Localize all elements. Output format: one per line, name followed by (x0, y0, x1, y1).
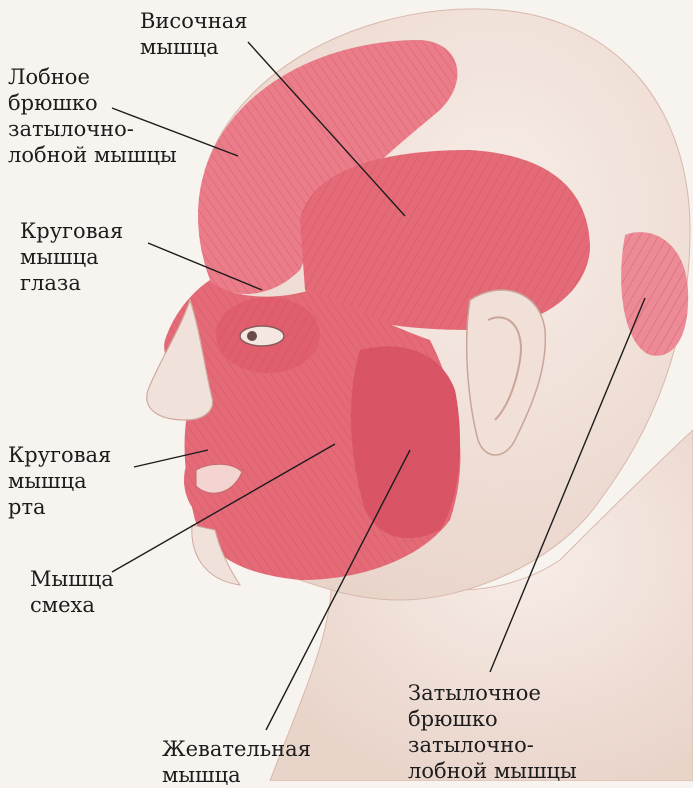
label-orbicularis-oculi: Круговая мышца глаза (20, 218, 123, 296)
label-temporal-muscle: Височная мышца (140, 8, 247, 60)
label-masseter: Жевательная мышца (162, 736, 311, 788)
label-risorius: Мышца смеха (30, 566, 114, 618)
label-occipital-belly: Затылочное брюшко затылочно- лобной мышц… (408, 680, 577, 784)
label-orbicularis-oris: Круговая мышца рта (8, 442, 111, 520)
label-frontal-belly: Лобное брюшко затылочно- лобной мышцы (8, 64, 177, 168)
eye (240, 326, 284, 346)
